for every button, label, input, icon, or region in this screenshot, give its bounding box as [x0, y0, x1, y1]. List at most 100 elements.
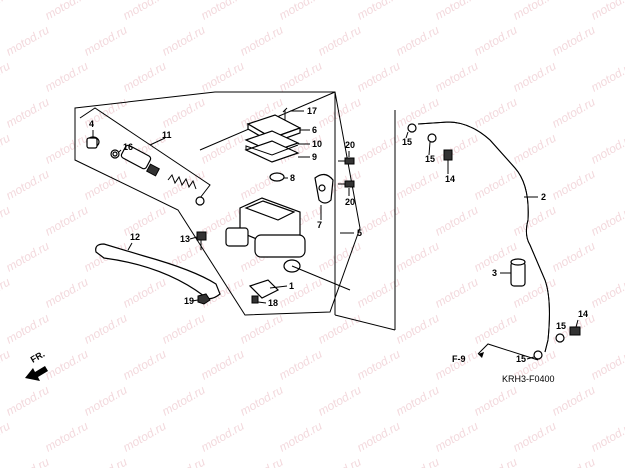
watermark-text: motod.ru: [550, 23, 598, 59]
callout-c15d: 15: [516, 354, 526, 364]
callout-c15a: 15: [402, 137, 412, 147]
watermark-text: motod.ru: [82, 167, 130, 203]
dust-boot: [87, 137, 99, 148]
watermark-text: motod.ru: [472, 311, 520, 347]
watermark-text: motod.ru: [589, 419, 625, 455]
watermark-text: motod.ru: [82, 455, 130, 468]
watermark-text: motod.ru: [433, 59, 481, 95]
watermark-text: motod.ru: [238, 167, 286, 203]
watermark-text: motod.ru: [0, 347, 13, 383]
callout-c11: 11: [162, 130, 172, 140]
watermark-text: motod.ru: [160, 383, 208, 419]
watermark-text: motod.ru: [355, 0, 403, 23]
watermark-text: motod.ru: [121, 419, 169, 455]
watermark-text: motod.ru: [472, 23, 520, 59]
watermark-text: motod.ru: [550, 95, 598, 131]
watermark-text: motod.ru: [82, 383, 130, 419]
watermark-text: motod.ru: [589, 59, 625, 95]
watermark-text: motod.ru: [277, 59, 325, 95]
watermark-text: motod.ru: [238, 455, 286, 468]
watermark-text: motod.ru: [316, 23, 364, 59]
callout-c15c: 15: [556, 321, 566, 331]
watermark-text: motod.ru: [4, 95, 52, 131]
frame-ref-leader: [478, 344, 538, 360]
watermark-text: motod.ru: [4, 311, 52, 347]
diagram-code: KRH3-F0400: [502, 374, 555, 384]
callout-c16: 16: [123, 142, 133, 152]
watermark-text: motod.ru: [4, 383, 52, 419]
watermark-text: motod.ru: [394, 95, 442, 131]
watermark-text: motod.ru: [355, 59, 403, 95]
callout-c14b: 14: [578, 309, 588, 319]
watermark-text: motod.ru: [277, 419, 325, 455]
watermark-text: motod.ru: [121, 59, 169, 95]
callout-c13: 13: [180, 234, 190, 244]
watermark-text: motod.ru: [0, 0, 13, 23]
watermark-text: motod.ru: [0, 275, 13, 311]
watermark-text: motod.ru: [277, 0, 325, 23]
watermark-text: motod.ru: [355, 347, 403, 383]
watermark-text: motod.ru: [43, 203, 91, 239]
front-direction-label: FR.: [29, 349, 47, 365]
watermark-text: motod.ru: [316, 239, 364, 275]
watermark-text: motod.ru: [511, 419, 559, 455]
watermark-text: motod.ru: [199, 59, 247, 95]
master-cylinder-body: [226, 198, 350, 290]
watermark-text: motod.ru: [121, 275, 169, 311]
watermark-text: motod.ru: [433, 275, 481, 311]
watermark-text: motod.ru: [550, 383, 598, 419]
callout-c19: 19: [184, 296, 194, 306]
watermark-text: motod.ru: [160, 23, 208, 59]
watermark-text: motod.ru: [199, 0, 247, 23]
master-cylinder-holder: [315, 174, 333, 203]
watermark-text: motod.ru: [589, 203, 625, 239]
watermark-text: motod.ru: [160, 95, 208, 131]
watermark-text: motod.ru: [238, 383, 286, 419]
watermark-text: motod.ru: [433, 347, 481, 383]
callout-c12: 12: [130, 232, 140, 242]
watermark-text: motod.ru: [43, 131, 91, 167]
watermark-text: motod.ru: [160, 311, 208, 347]
watermark-text: motod.ru: [199, 347, 247, 383]
frame-reference: F-9: [452, 354, 466, 364]
watermark-text: motod.ru: [433, 419, 481, 455]
watermark-text: motod.ru: [43, 347, 91, 383]
watermark-text: motod.ru: [550, 239, 598, 275]
callout-c5: 5: [357, 228, 362, 238]
watermark-text: motod.ru: [4, 167, 52, 203]
callout-c6: 6: [312, 125, 317, 135]
watermark-text: motod.ru: [4, 239, 52, 275]
callout-c20a: 20: [345, 140, 355, 150]
watermark-text: motod.ru: [160, 455, 208, 468]
callout-c3: 3: [492, 268, 497, 278]
watermark-text: motod.ru: [4, 23, 52, 59]
watermark-text: motod.ru: [43, 59, 91, 95]
watermark-text: motod.ru: [433, 203, 481, 239]
callout-c9: 9: [312, 152, 317, 162]
watermark-text: motod.ru: [121, 347, 169, 383]
watermark-text: motod.ru: [472, 167, 520, 203]
watermark-text: motod.ru: [0, 419, 13, 455]
watermark-text: motod.ru: [121, 0, 169, 23]
callout-c2: 2: [541, 192, 546, 202]
watermark-text: motod.ru: [355, 131, 403, 167]
leader-line-c16: [119, 150, 121, 152]
watermark-text: motod.ru: [316, 383, 364, 419]
watermark-text: motod.ru: [43, 0, 91, 23]
watermark-text: motod.ru: [43, 419, 91, 455]
watermark-text: motod.ru: [394, 239, 442, 275]
watermark-text: motod.ru: [394, 455, 442, 468]
callout-c14a: 14: [445, 174, 455, 184]
watermark-text: motod.ru: [199, 131, 247, 167]
watermark-text: motod.ru: [472, 455, 520, 468]
watermark-text: motod.ru: [433, 131, 481, 167]
watermark-text: motod.ru: [277, 347, 325, 383]
callout-c15b: 15: [425, 154, 435, 164]
watermark-text: motod.ru: [511, 203, 559, 239]
watermark-text: motod.ru: [511, 0, 559, 23]
watermark-text: motod.ru: [511, 59, 559, 95]
callout-c1: 1: [289, 281, 294, 291]
watermark-text: motod.ru: [0, 131, 13, 167]
